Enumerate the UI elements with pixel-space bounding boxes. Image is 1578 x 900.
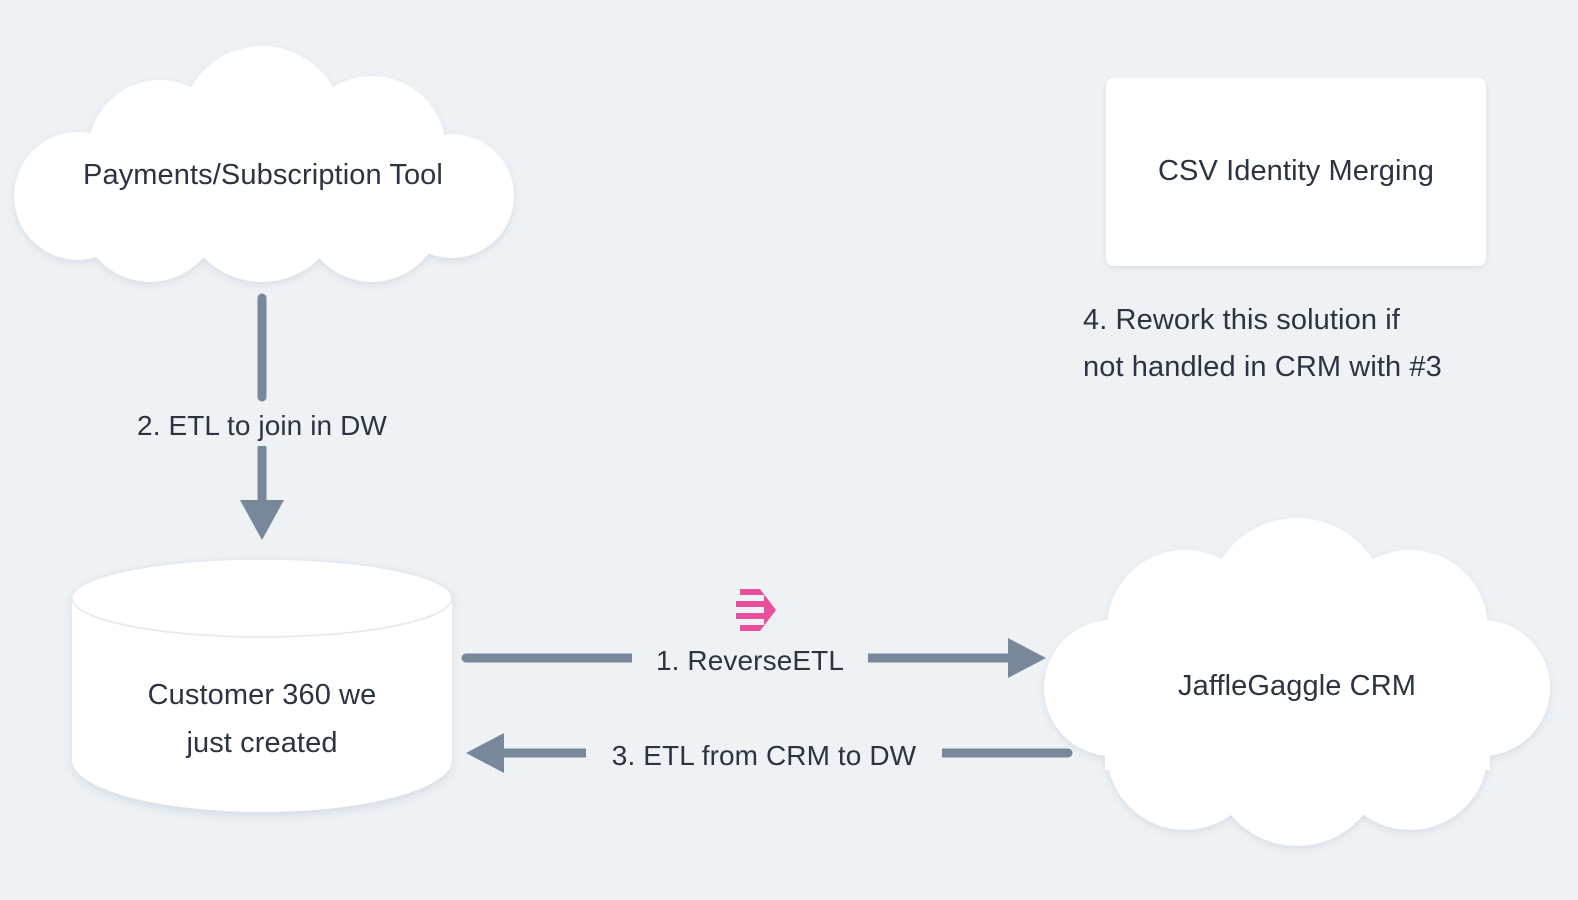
annotation-rework-note: 4. Rework this solution if not handled i…	[1083, 304, 1442, 383]
arrow-etl-join-dw	[240, 293, 284, 540]
arrow-reverse-etl	[461, 638, 1046, 678]
hightouch-logo-icon	[736, 589, 776, 631]
cylinder-shape-customer-360	[71, 558, 453, 812]
cloud-shape-jafflegaggle-crm	[1044, 518, 1550, 846]
edge-label-etl-join-dw: 2. ETL to join in DW	[106, 406, 418, 446]
node-label-csv-identity-merging: CSV Identity Merging	[1157, 155, 1434, 188]
edge-label-reverse-etl: 1. ReverseETL	[632, 643, 868, 679]
edge-label-etl-crm-to-dw: 3. ETL from CRM to DW	[586, 738, 942, 774]
node-csv-identity-merging[interactable]: CSV Identity Merging	[1106, 78, 1486, 266]
arrow-etl-crm-to-dw	[466, 733, 1073, 773]
cloud-shape-payments-tool	[14, 46, 514, 282]
